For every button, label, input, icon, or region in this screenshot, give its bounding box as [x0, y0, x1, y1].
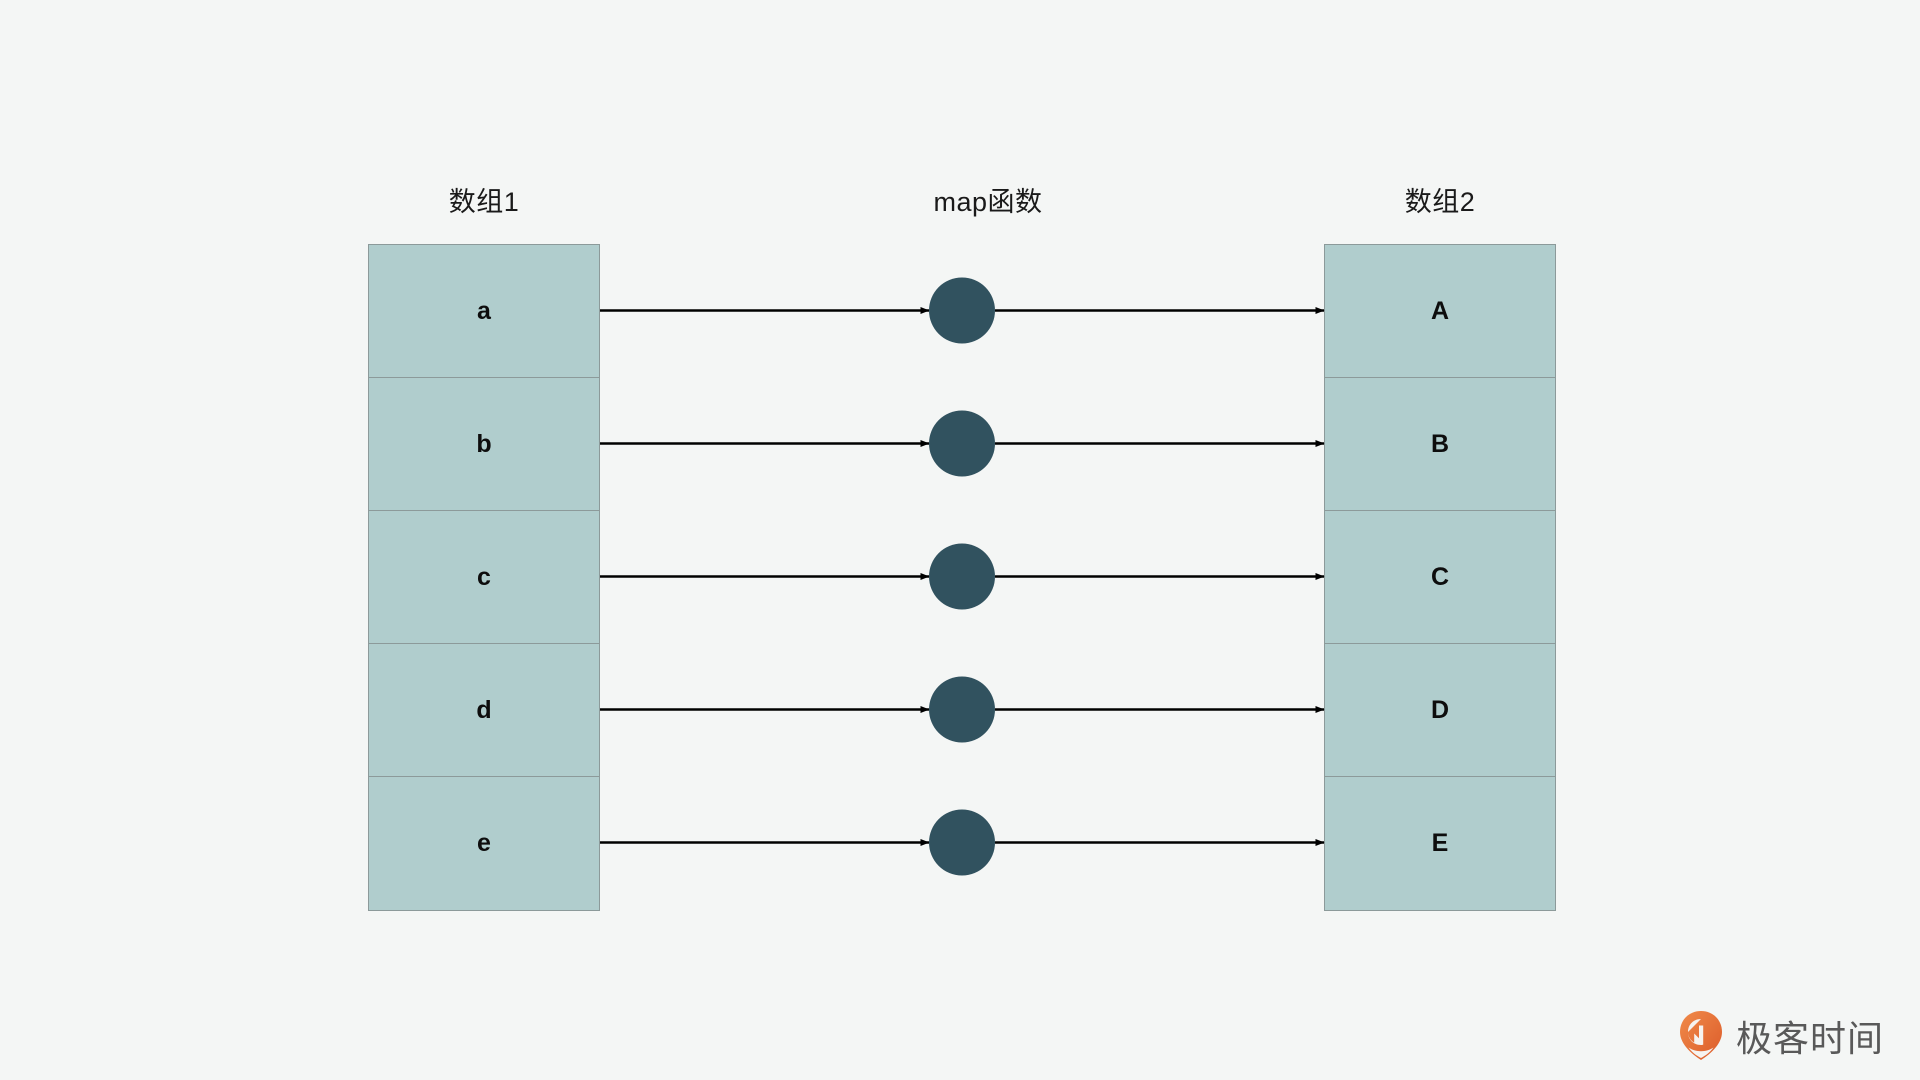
- array2-cell: B: [1325, 378, 1555, 511]
- watermark-text: 极客时间: [1735, 1018, 1884, 1059]
- array1-cell: c: [369, 511, 599, 644]
- array1-cell: d: [369, 644, 599, 777]
- array2-heading: 数组2: [1404, 187, 1476, 217]
- map-function-node: [929, 277, 995, 344]
- array1-cell: b: [369, 378, 599, 511]
- map-function-node: [929, 809, 995, 876]
- array2-cell: D: [1325, 644, 1555, 777]
- array2-cell: C: [1325, 511, 1555, 644]
- array1-column: a b c d e: [368, 244, 600, 911]
- array1-cell: e: [369, 777, 599, 910]
- watermark: 极客时间: [1678, 1010, 1884, 1062]
- array2-cell: E: [1325, 777, 1555, 910]
- array2-cell: A: [1325, 245, 1555, 378]
- map-function-heading: map函数: [933, 187, 1043, 217]
- map-function-node: [929, 676, 995, 743]
- map-function-node: [929, 410, 995, 477]
- geek-time-pin-icon: [1679, 1011, 1722, 1060]
- array2-column: A B C D E: [1324, 244, 1556, 911]
- map-function-node: [929, 543, 995, 610]
- array1-cell: a: [369, 245, 599, 378]
- array1-heading: 数组1: [448, 187, 520, 217]
